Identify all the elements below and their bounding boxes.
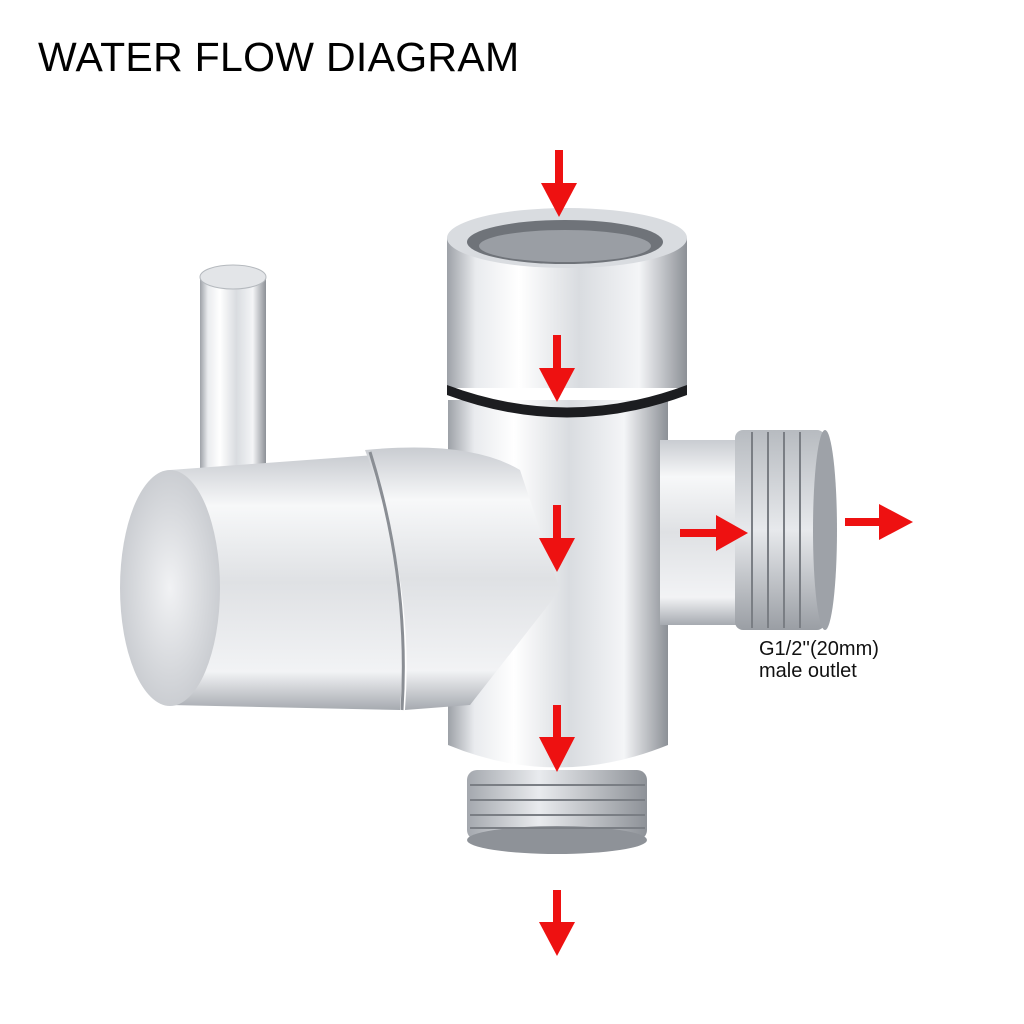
arrow-down-icon-collar <box>539 335 575 402</box>
bottom-outlet-threads <box>467 770 647 854</box>
top-inlet-nut <box>447 208 687 418</box>
diagram-title: WATER FLOW DIAGRAM <box>38 34 520 80</box>
arrow-right-icon-side-outer <box>845 504 913 540</box>
arrow-down-icon-body <box>539 505 575 572</box>
outlet-spec-label: G1/2''(20mm) male outlet <box>759 638 879 682</box>
arrow-right-icon-side-inner <box>680 515 748 551</box>
outlet-spec-size: G1/2''(20mm) <box>759 638 879 660</box>
outlet-spec-type: male outlet <box>759 660 857 682</box>
diverter-lever <box>199 264 267 495</box>
arrow-down-icon-inlet <box>541 150 577 217</box>
diverter-knob <box>120 447 560 711</box>
flow-arrows <box>539 150 913 956</box>
arrow-down-icon-outlet <box>539 890 575 956</box>
arrow-down-icon-lower <box>539 705 575 772</box>
